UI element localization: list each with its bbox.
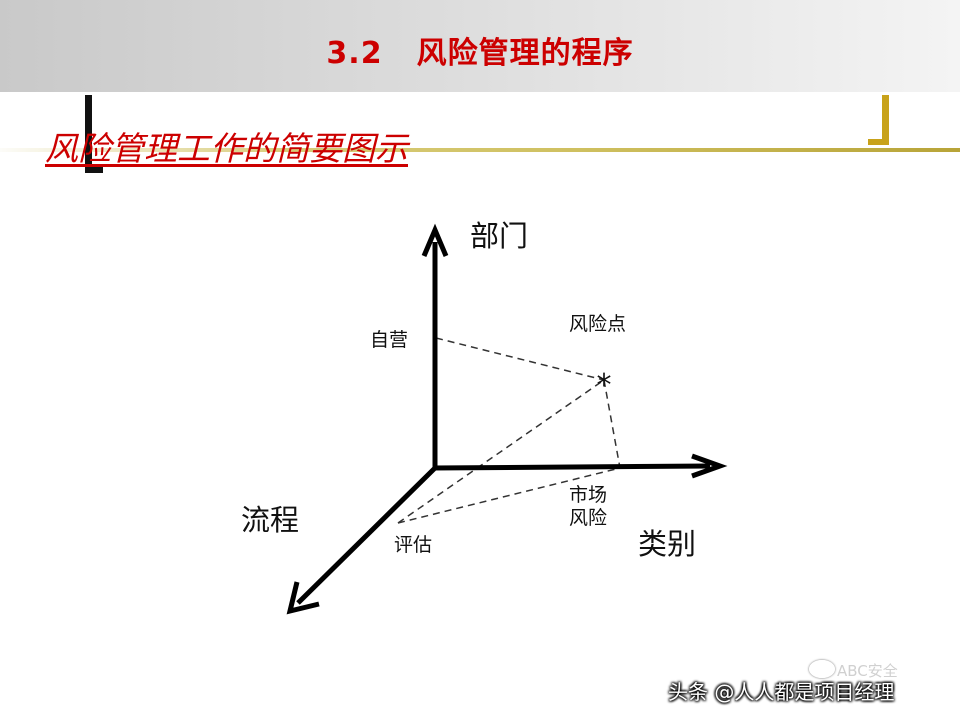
axis-x (432, 463, 711, 471)
dashed-line-self-to-point (435, 337, 605, 381)
axis-z (296, 466, 437, 605)
axis-x-arrowhead (691, 453, 728, 479)
right-bracket (882, 95, 889, 145)
divider-line (0, 148, 960, 152)
risk-point-marker: * (597, 368, 612, 403)
y-tick-label: 自营 (370, 329, 408, 351)
slide-title-number: 3.2 (326, 36, 383, 71)
watermark-icon (809, 660, 835, 678)
slide-subtitle: 风险管理工作的简要图示 (45, 129, 408, 168)
axis-z-arrowhead (286, 581, 320, 615)
watermark-text: 头条 @人人都是项目经理 (668, 680, 895, 704)
risk-point-label: 风险点 (569, 313, 626, 335)
x-tick-label-line2: 风险 (569, 507, 607, 529)
axis-x-label: 类别 (638, 527, 696, 561)
slide-title-text: 风险管理的程序 (416, 36, 634, 71)
left-bracket-foot (85, 167, 103, 173)
slide-title: 3.2 风险管理的程序 (0, 28, 960, 72)
x-tick-label-line1: 市场 (569, 484, 607, 506)
axis-z-label: 流程 (241, 503, 299, 537)
right-bracket-foot (868, 139, 889, 145)
z-tick-label: 评估 (394, 534, 432, 556)
axis-y-label: 部门 (470, 219, 528, 253)
dashed-line-point-to-market (603, 379, 621, 469)
dashed-line-eval-to-market (397, 467, 621, 524)
dashed-line-eval-to-point (397, 379, 605, 524)
header-band (0, 0, 960, 92)
axis-y-arrowhead (421, 223, 449, 257)
left-bracket (85, 95, 92, 173)
watermark-faint-text: ABC安全 (837, 662, 898, 680)
